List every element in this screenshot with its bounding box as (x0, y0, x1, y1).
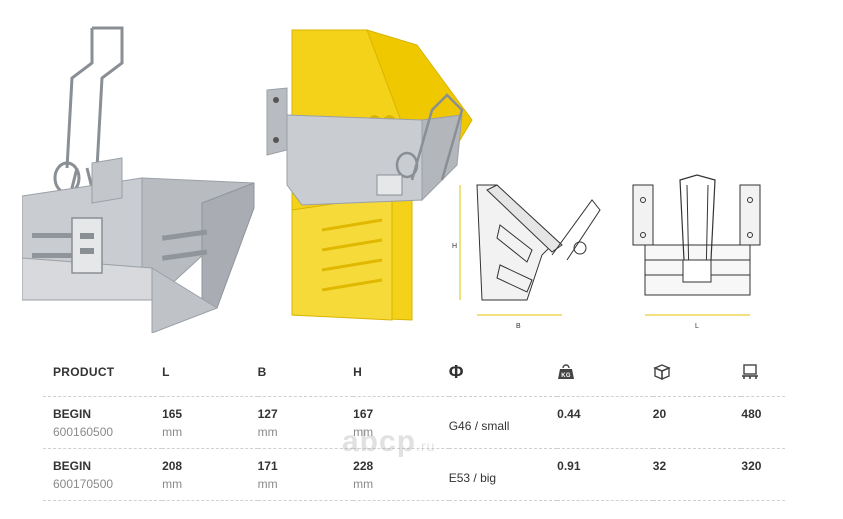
watermark: abcp.ru (342, 425, 436, 458)
pallet-quantity: 480 (741, 407, 762, 421)
height-value: 167 (353, 407, 374, 421)
length-value: 208 (162, 459, 183, 473)
spec-table: PRODUCT L B H Φ KG (43, 348, 785, 501)
header-b: B (257, 365, 267, 379)
product-code: 600160500 (53, 425, 114, 439)
front-technical-drawing: L (625, 170, 780, 330)
yellow-chock-image (262, 0, 482, 335)
header-h: H (353, 365, 363, 379)
height-value: 228 (353, 459, 374, 473)
length-unit: mm (162, 477, 183, 491)
pallet-icon (742, 364, 759, 379)
height-unit: mm (353, 425, 374, 439)
phi-value: E53 / big (448, 471, 497, 485)
h-dimension-label: H (452, 243, 457, 250)
spec-table-header: PRODUCT L B H Φ KG (43, 348, 785, 397)
kg-weight-icon: KG (558, 364, 575, 379)
product-code: 600170500 (53, 477, 114, 491)
table-row: BEGIN 600170500 208 mm 171 mm 228 mm E53… (43, 448, 785, 501)
pallet-quantity: 320 (741, 459, 762, 473)
header-phi: Φ (448, 361, 464, 382)
weight-value: 0.44 (557, 407, 581, 421)
phi-value: G46 / small (448, 419, 510, 433)
width-unit: mm (257, 425, 278, 439)
product-name: BEGIN (53, 407, 92, 421)
width-value: 127 (257, 407, 278, 421)
height-unit: mm (353, 477, 374, 491)
steel-holder-image (21, 18, 262, 334)
table-row: BEGIN 600160500 165 mm 127 mm 167 mm G46… (43, 396, 785, 449)
product-images: H B L (21, 0, 780, 335)
l-dimension-label: L (695, 323, 699, 330)
width-value: 171 (257, 459, 278, 473)
header-product: PRODUCT (53, 365, 115, 379)
weight-value: 0.91 (557, 459, 581, 473)
length-unit: mm (162, 425, 183, 439)
box-quantity: 20 (652, 407, 667, 421)
header-l: L (162, 365, 170, 379)
box-icon (653, 364, 671, 380)
b-dimension-label: B (516, 323, 521, 330)
kg-weight-icon-text: KG (561, 373, 571, 379)
product-name: BEGIN (53, 459, 92, 473)
box-quantity: 32 (652, 459, 667, 473)
side-technical-drawing: H B (452, 170, 607, 330)
width-unit: mm (257, 477, 278, 491)
length-value: 165 (162, 407, 183, 421)
